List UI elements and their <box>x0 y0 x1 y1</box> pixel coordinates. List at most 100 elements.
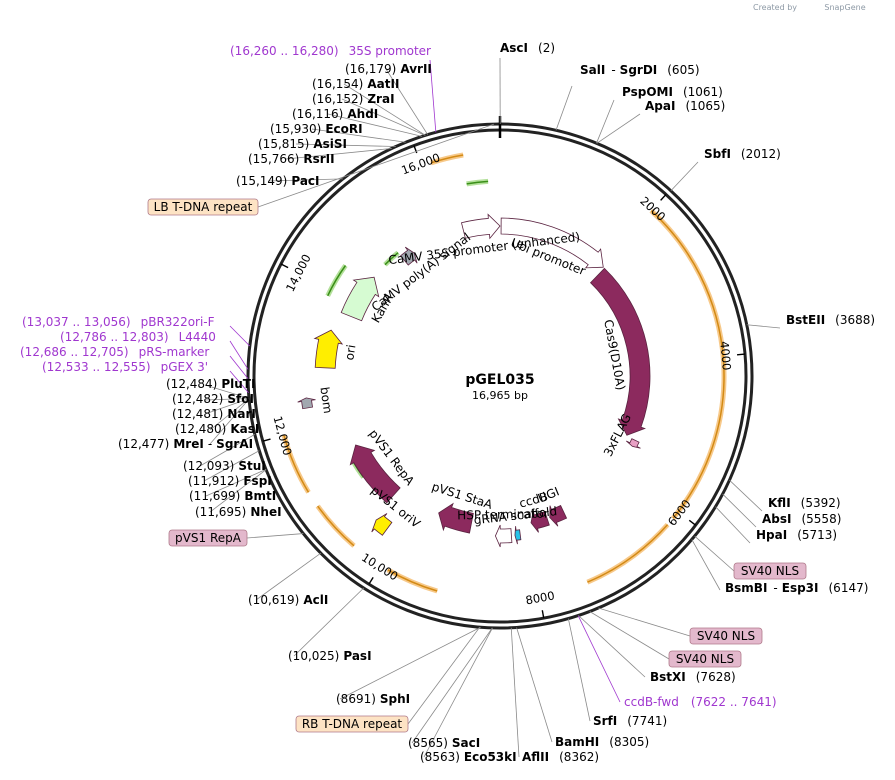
primer-label: (13,037 .. 13,056)pBR322ori-F <box>22 315 215 329</box>
primer-label: (12,786 .. 12,803)L4440 <box>60 330 216 344</box>
site-apai-label: ApaI(1065) <box>645 99 725 113</box>
site-leader <box>596 99 615 144</box>
site-leader <box>746 324 781 329</box>
site-mrei-label: (12,477)MreI-SgrAI <box>118 437 253 451</box>
site-position: (2) <box>538 41 555 55</box>
feature-hsp-terminator <box>494 524 513 548</box>
site-name: SphI <box>380 692 410 706</box>
tick-mark <box>688 519 697 526</box>
site-name: BamHI <box>555 735 599 749</box>
site-name: SrfI <box>593 714 617 728</box>
site-leader <box>204 384 250 399</box>
site-leader <box>596 113 641 144</box>
site-name: RsrII <box>303 152 334 166</box>
site-leader <box>670 161 699 192</box>
site-name: AsiSI <box>313 137 347 151</box>
feature-ubi-promoter <box>500 217 604 269</box>
site-name: KflI <box>768 496 791 510</box>
feature-camv-35s-promoter-enhanced- <box>460 213 501 240</box>
extent-arc <box>649 208 727 520</box>
site-hpai-label: HpaI(5713) <box>756 528 837 542</box>
site-position: (16,154) <box>312 77 363 91</box>
site-position: (15,930) <box>270 122 321 136</box>
tick-mark <box>541 610 545 619</box>
primer-name: L4440 <box>179 330 216 344</box>
feature-box <box>147 198 259 216</box>
site-acli-label: (10,619)AclI <box>248 593 328 607</box>
site-name: NarI <box>227 407 256 421</box>
site-aatii-label: (16,154) AatII <box>312 77 399 91</box>
site-bsteii-label: BstEII(3688) <box>786 313 875 327</box>
site-position: (15,815) <box>258 137 309 151</box>
feature-box <box>733 562 807 580</box>
site-position: (5392) <box>801 496 841 510</box>
site-name: BsmBI <box>725 581 767 595</box>
site-leader <box>204 398 250 415</box>
site-position: (12,481) <box>172 407 223 421</box>
site-name: BstXI <box>650 670 686 684</box>
site-name: MreI <box>173 437 203 451</box>
feature-bom <box>297 397 316 410</box>
extent-arc <box>315 504 356 548</box>
feature-label: pVS1 StaA <box>430 480 495 513</box>
site-position: (1061) <box>683 85 723 99</box>
site-name: BstEII <box>786 313 825 327</box>
site-absi-label: AbsI(5558) <box>762 512 841 526</box>
site-name-extra: SgrDI <box>620 63 658 77</box>
extent-arc-core <box>283 435 310 493</box>
site-pluti-label: (12,484)PluTI <box>166 377 255 391</box>
site-bstxi-label: BstXI (7628) <box>650 670 736 684</box>
primer-leader <box>577 615 621 703</box>
site-name: SbfI <box>704 147 731 161</box>
site-name: AatII <box>367 77 399 91</box>
site-leader <box>209 398 250 445</box>
site-position: (16,116) <box>292 107 343 121</box>
extent-arc-core <box>650 210 725 519</box>
site-nhei-label: (11,695)NheI <box>195 505 282 519</box>
plasmid-name: pGEL035 <box>465 372 534 388</box>
site-leader <box>209 469 267 513</box>
site-leader <box>722 493 757 528</box>
primer-label: (12,686 .. 12,705)pRS-marker <box>20 345 209 359</box>
primer-label: (16,260 .. 16,280)35S promoter <box>230 44 431 58</box>
feature-ccdb <box>530 510 550 533</box>
site-leader <box>209 398 250 431</box>
site-leader <box>295 143 396 147</box>
site-position: (12,484) <box>166 377 217 391</box>
site-name: EcoRI <box>325 122 362 136</box>
site-rsrii-label: (15,766)RsrII <box>248 152 335 166</box>
site-pspomi-label: PspOMI(1061) <box>622 85 723 99</box>
site-name: ZraI <box>367 92 394 106</box>
plasmid-length: 16,965 bp <box>472 389 528 402</box>
feature-3xflag <box>626 438 641 449</box>
site-leader <box>267 178 344 182</box>
site-name: AvrII <box>400 62 432 76</box>
site-sphi-label: (8691)SphI <box>336 692 410 706</box>
site-ahdi-label: (16,116)AhdI <box>292 107 378 121</box>
feature-box <box>168 529 248 547</box>
primer-range: (16,260 .. 16,280) <box>230 44 339 58</box>
site-name: StuI <box>238 459 265 473</box>
site-leader <box>385 68 429 135</box>
site-leader <box>311 128 406 143</box>
site-name: PacI <box>291 174 319 188</box>
site-position: (605) <box>667 63 699 77</box>
site-position: (11,912) <box>188 474 239 488</box>
box-leader <box>694 535 735 572</box>
box-leader <box>589 611 670 660</box>
site-position: (10,025) <box>288 649 339 663</box>
site-position: (7628) <box>696 670 736 684</box>
feature-box <box>668 650 742 668</box>
site-position: (8362) <box>559 750 599 764</box>
box-leader <box>407 626 481 725</box>
feature-kanr <box>340 276 380 322</box>
site-position: (8563) <box>420 750 460 764</box>
site-sbfi-label: SbfI(2012) <box>704 147 781 161</box>
site-name: SfoI <box>227 392 254 406</box>
primer-arc-core <box>466 180 489 185</box>
site-name: AclI <box>303 593 328 607</box>
tick-mark <box>280 263 289 269</box>
site-leader <box>343 83 426 136</box>
site-saci-label: (8565)SacI <box>408 736 480 750</box>
site-aflii-label: AflII(8362) <box>522 750 599 764</box>
